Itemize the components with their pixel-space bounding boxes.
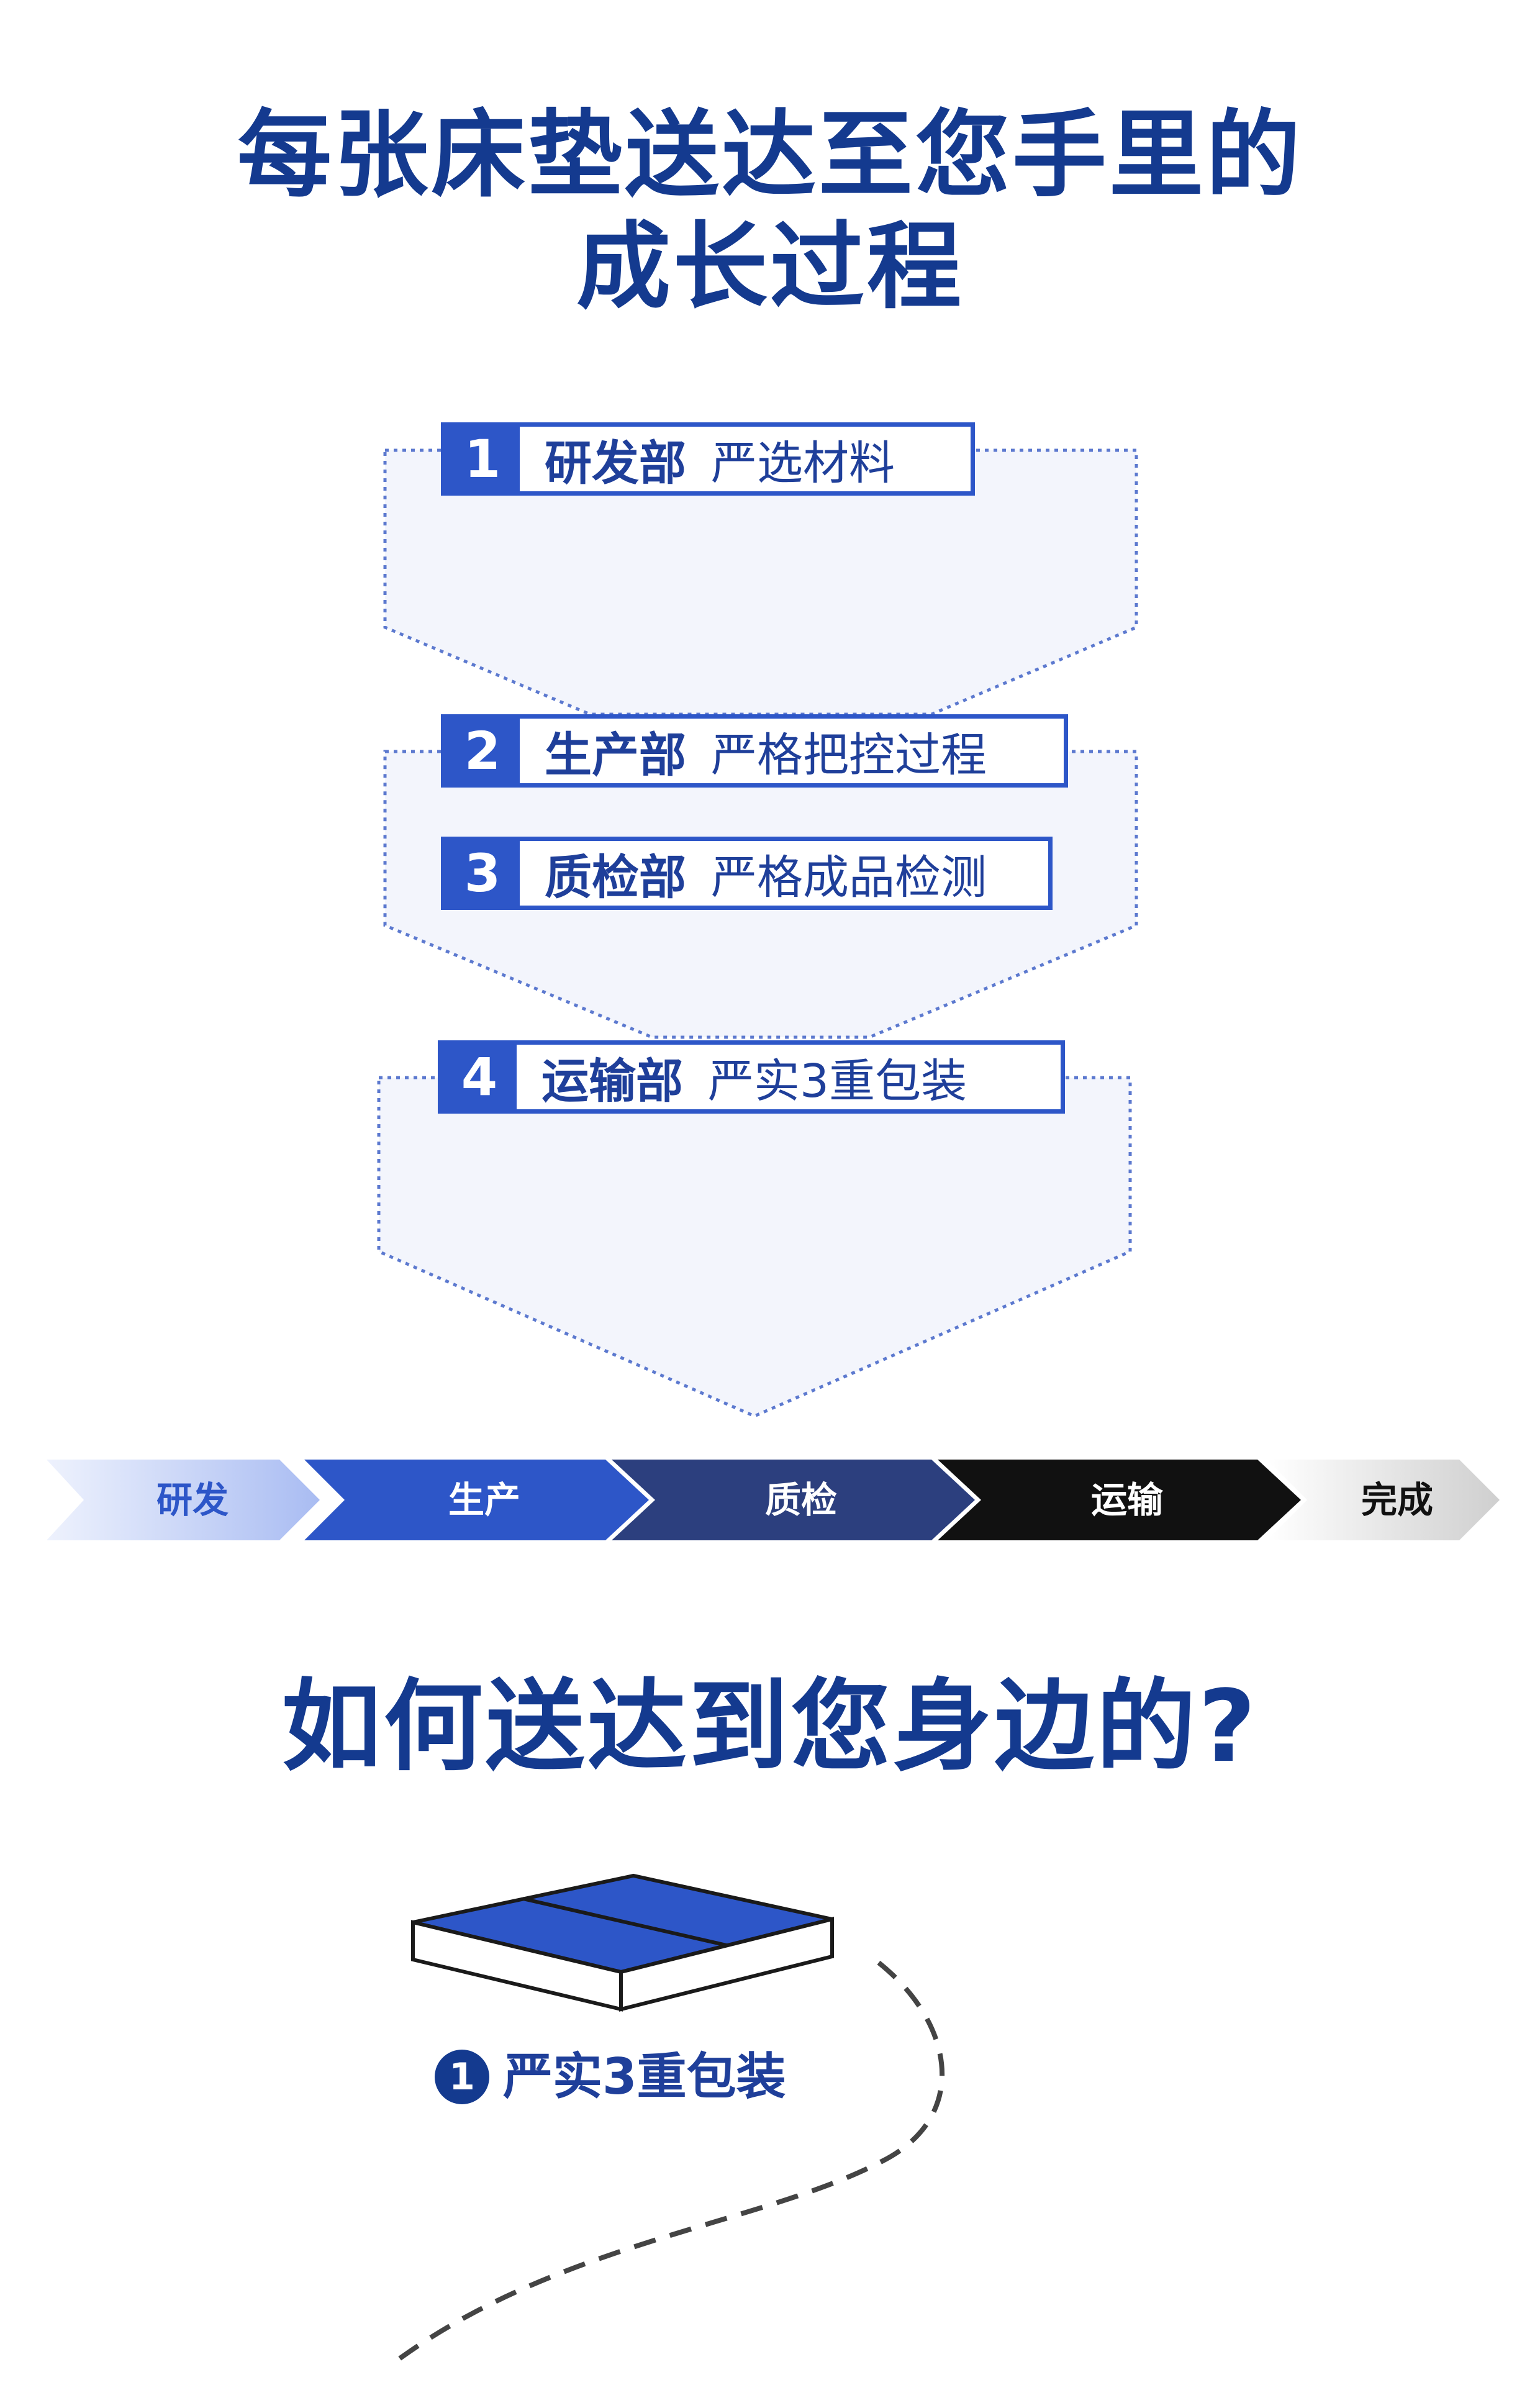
step-department: 质检部 <box>545 850 686 905</box>
delivery-path <box>396 1960 944 2363</box>
step-card-production: 2 生产部 严格把控过程 <box>441 714 1068 788</box>
timeline-arrow-production <box>304 1460 649 1540</box>
delivery-heading: 如何送达到您身边的? <box>281 1668 1259 1784</box>
timeline-label-quality: 质检 <box>764 1479 837 1521</box>
step-description: 严格把控过程 <box>711 728 987 782</box>
step-department: 生产部 <box>545 727 686 783</box>
step-number: 1 <box>445 427 520 491</box>
timeline-arrow-research <box>47 1460 320 1540</box>
page-title-line-1: 每张床垫送达至您手里的 <box>237 100 1303 210</box>
timeline-label-complete: 完成 <box>1361 1479 1433 1521</box>
timeline-arrow-quality <box>612 1460 975 1540</box>
timeline-arrow-complete <box>1267 1460 1500 1540</box>
timeline-arrow-transport <box>938 1460 1301 1540</box>
timeline-label-research: 研发 <box>156 1479 229 1521</box>
step-number: 3 <box>445 841 520 906</box>
step-number: 2 <box>445 719 520 783</box>
step-department: 运输部 <box>541 1053 683 1109</box>
step-number-badge: 1 <box>435 2050 489 2104</box>
step-card-research: 1 研发部 严选材料 <box>441 422 975 496</box>
step-description: 严选材料 <box>711 436 895 490</box>
packaging-label: 严实3重包装 <box>503 2048 786 2106</box>
step-card-transport: 4 运输部 严实3重包装 <box>438 1040 1065 1114</box>
timeline-label-production: 生产 <box>448 1479 520 1521</box>
step-description: 严实3重包装 <box>708 1054 967 1108</box>
page-title-line-2: 成长过程 <box>576 212 964 322</box>
step-card-quality: 3 质检部 严格成品检测 <box>441 837 1053 910</box>
step-department: 研发部 <box>545 435 686 491</box>
timeline-label-transport: 运输 <box>1090 1479 1163 1521</box>
panel-transport <box>377 1076 1132 1418</box>
step-number: 4 <box>442 1045 517 1109</box>
step-description: 严格成品检测 <box>711 850 987 904</box>
mattress-box-illustration <box>411 1873 834 2012</box>
